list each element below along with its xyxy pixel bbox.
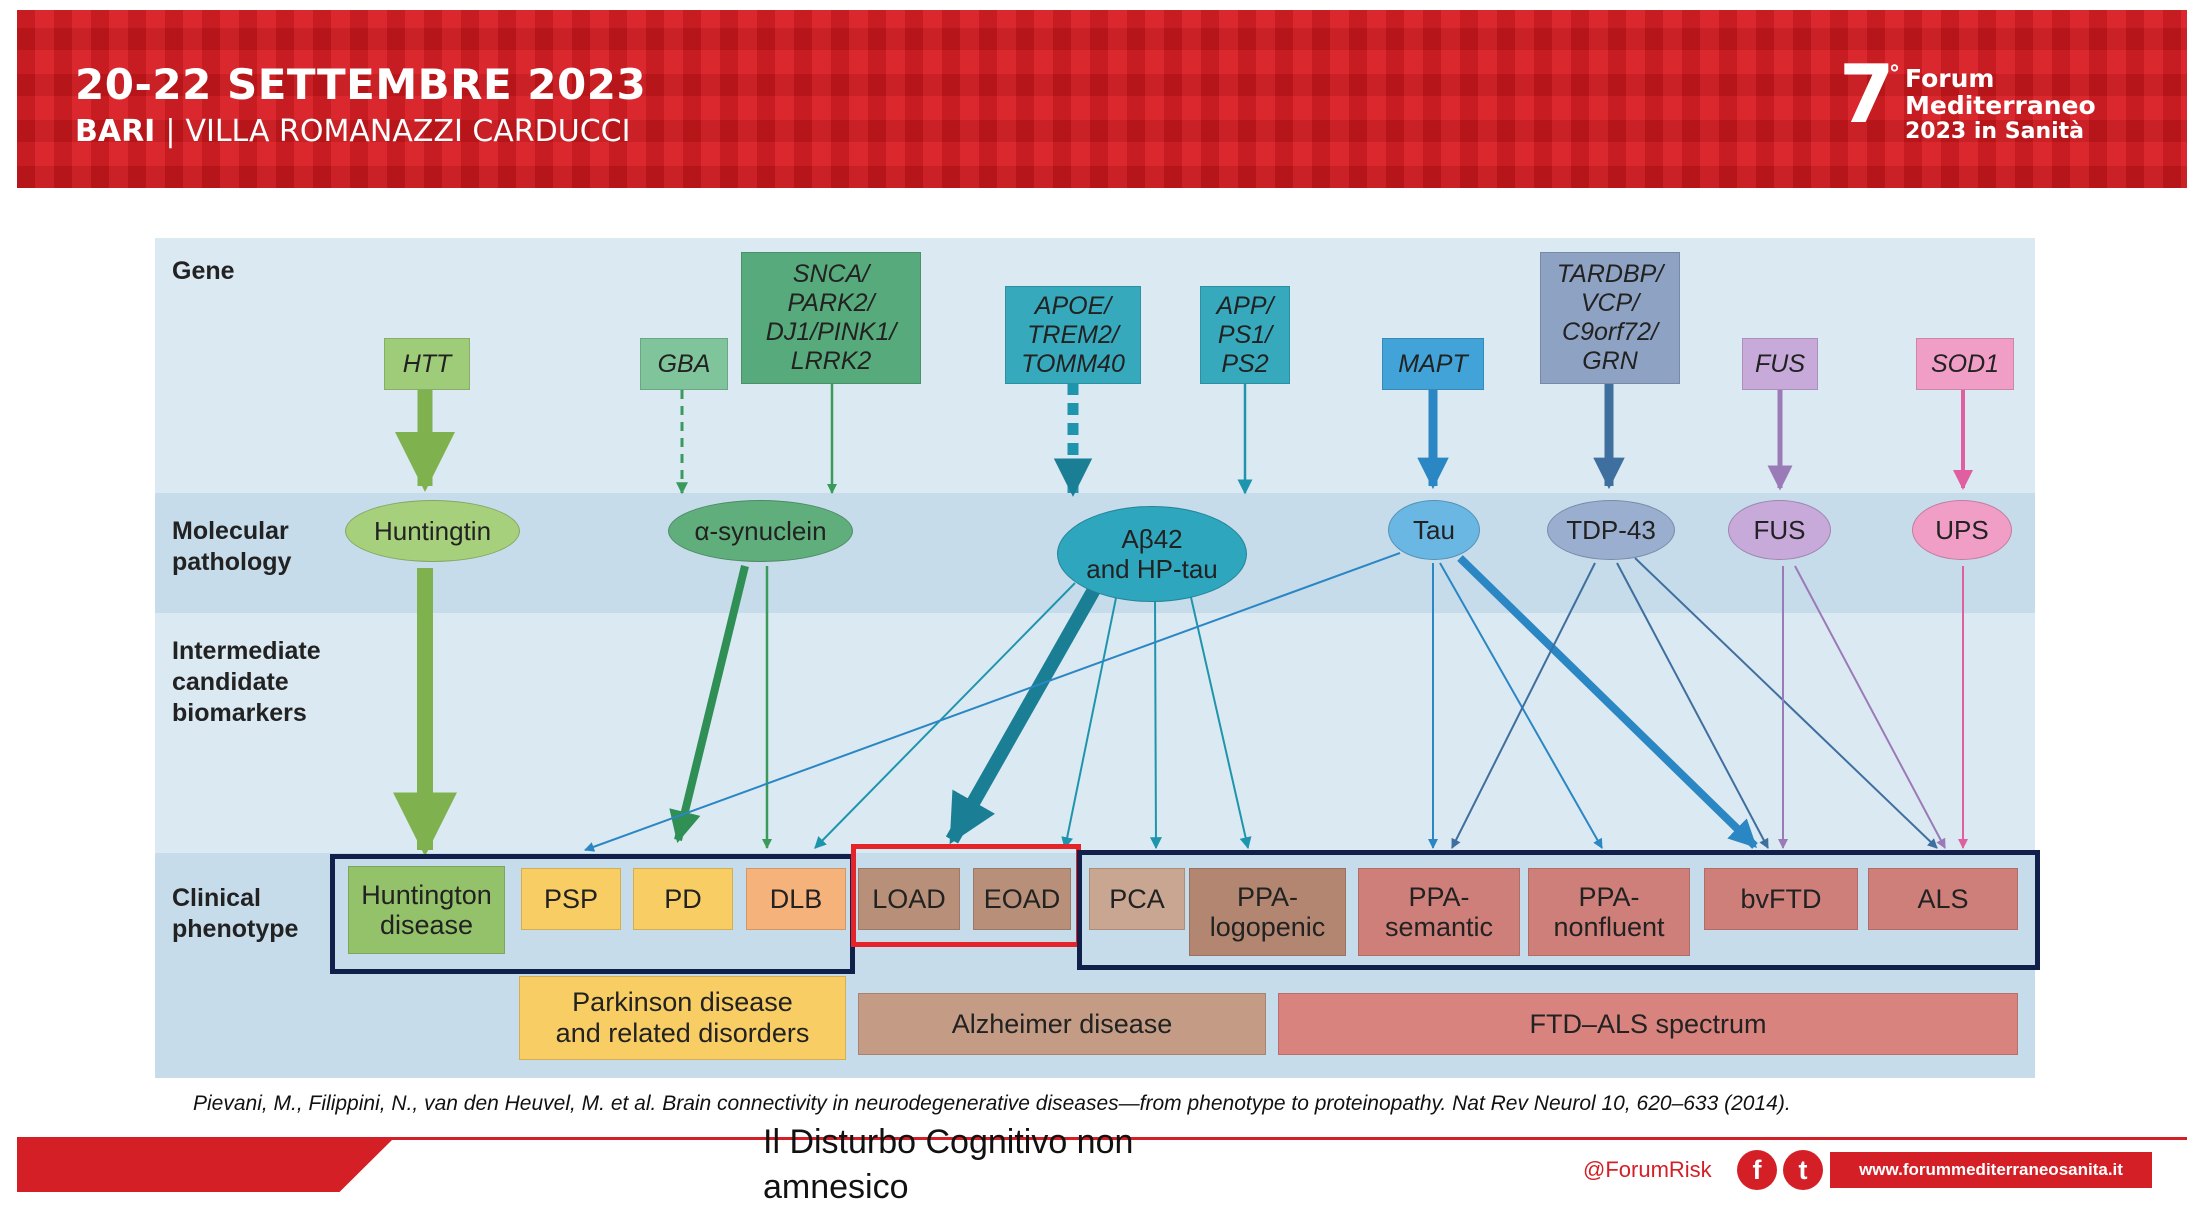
- mol-alpha-synuclein: α-synuclein: [668, 500, 853, 562]
- group-ftd-als: FTD–ALS spectrum: [1278, 993, 2018, 1055]
- row-label-clinical: Clinical phenotype: [172, 884, 299, 943]
- pheno-bvftd: bvFTD: [1704, 868, 1858, 930]
- arrow-tdp43-als: [1634, 557, 1938, 849]
- gene-apoe: APOE/ TREM2/ TOMM40: [1005, 286, 1141, 384]
- arrow-abeta-load: [945, 584, 1102, 845]
- logo-line-2: Mediterraneo: [1905, 91, 2096, 120]
- mol-fus: FUS: [1728, 500, 1831, 560]
- event-venue: BARI | VILLA ROMANAZZI CARDUCCI: [75, 114, 630, 149]
- banner-texture: [17, 10, 2187, 188]
- row-label-molecular: Molecular pathology: [172, 517, 292, 576]
- gene-fus: FUS: [1742, 338, 1818, 390]
- gene-gba: GBA: [640, 338, 728, 390]
- mol-tdp43: TDP-43: [1547, 500, 1675, 560]
- pheno-als: ALS: [1868, 868, 2018, 930]
- arrow-synuclein-pd: [669, 565, 749, 844]
- facebook-icon[interactable]: f: [1737, 1150, 1777, 1190]
- arrow-tau-ppa-nonfluent: [1439, 562, 1603, 849]
- row-label-gene: Gene: [172, 257, 235, 285]
- footer-rule: [17, 1137, 2187, 1140]
- pheno-load: LOAD: [858, 868, 960, 930]
- connection-arrows: [393, 383, 1973, 857]
- gene-snca: SNCA/ PARK2/ DJ1/PINK1/ LRRK2: [741, 252, 921, 384]
- arrow-abeta-pca: [1149, 597, 1162, 850]
- outline-left-group: [330, 854, 855, 974]
- logo-line-3: 2023 in Sanità: [1905, 119, 2085, 144]
- gene-app: APP/ PS1/ PS2: [1200, 286, 1290, 384]
- pheno-ppa-nonfluent: PPA- nonfluent: [1528, 868, 1690, 956]
- arrow-tau-bvftd: [1457, 555, 1758, 849]
- mol-huntingtin: Huntingtin: [345, 500, 520, 562]
- citation: Pievani, M., Filippini, N., van den Heuv…: [193, 1092, 1791, 1115]
- pheno-huntington-disease: Huntington disease: [348, 866, 505, 954]
- gene-htt: HTT: [384, 338, 470, 390]
- arrow-tau-psp: [584, 552, 1401, 852]
- neurodegeneration-diagram: Gene Molecular pathology Intermediate ca…: [155, 238, 2040, 1078]
- arrow-abeta-ppa-logopenic: [1189, 592, 1252, 850]
- mol-tau: Tau: [1388, 500, 1480, 560]
- group-alzheimer: Alzheimer disease: [858, 993, 1266, 1055]
- row-label-intermediate: Intermediate candidate biomarkers: [172, 637, 321, 727]
- outline-right-group: [1077, 850, 2040, 970]
- outline-alzheimer-group: [851, 844, 1081, 947]
- gene-tardbp: TARDBP/ VCP/ C9orf72/ GRN: [1540, 252, 1680, 384]
- event-city: BARI: [75, 114, 156, 149]
- arrow-abeta-dlb: [814, 582, 1076, 849]
- pheno-dlb: DLB: [746, 868, 846, 930]
- logo-line-1: Forum: [1905, 64, 1995, 93]
- group-parkinson: Parkinson disease and related disorders: [519, 976, 846, 1060]
- pheno-pca: PCA: [1089, 868, 1185, 930]
- event-date: 20-22 SETTEMBRE 2023: [75, 60, 647, 109]
- venue-name: VILLA ROMANAZZI CARDUCCI: [185, 114, 631, 149]
- header-banner: 20-22 SETTEMBRE 2023 BARI | VILLA ROMANAZZ…: [17, 10, 2187, 188]
- logo-degree: °: [1889, 62, 1900, 87]
- arrow-tdp43-bvftd: [1616, 562, 1769, 849]
- footer-accent: [17, 1140, 392, 1192]
- venue-separator: |: [165, 114, 176, 149]
- pheno-ppa-logopenic: PPA- logopenic: [1189, 868, 1346, 956]
- pheno-psp: PSP: [521, 868, 621, 930]
- arrow-fus-als: [1794, 565, 1946, 849]
- arrow-abeta-eoad: [1061, 592, 1118, 850]
- arrow-tdp43-ppa-semantic: [1451, 562, 1596, 849]
- gene-mapt: MAPT: [1382, 338, 1484, 390]
- mol-ups: UPS: [1912, 500, 2012, 560]
- pheno-eoad: EOAD: [973, 868, 1071, 930]
- forum-logo: 7 ° Forum Mediterraneo 2023 in Sanità: [1839, 50, 2139, 160]
- social-handle: @ForumRisk: [1583, 1157, 1712, 1182]
- pheno-ppa-semantic: PPA- semantic: [1358, 868, 1520, 956]
- website-link[interactable]: www.forummediterraneosanita.it: [1830, 1152, 2152, 1188]
- slide-title: Il Disturbo Cognitivo non amnesico: [763, 1123, 1134, 1206]
- logo-number: 7: [1839, 48, 1895, 141]
- pheno-pd: PD: [633, 868, 733, 930]
- mol-abeta-hptau: Aβ42 and HP-tau: [1057, 506, 1247, 602]
- gene-sod1: SOD1: [1916, 338, 2014, 390]
- twitter-icon[interactable]: t: [1783, 1150, 1823, 1190]
